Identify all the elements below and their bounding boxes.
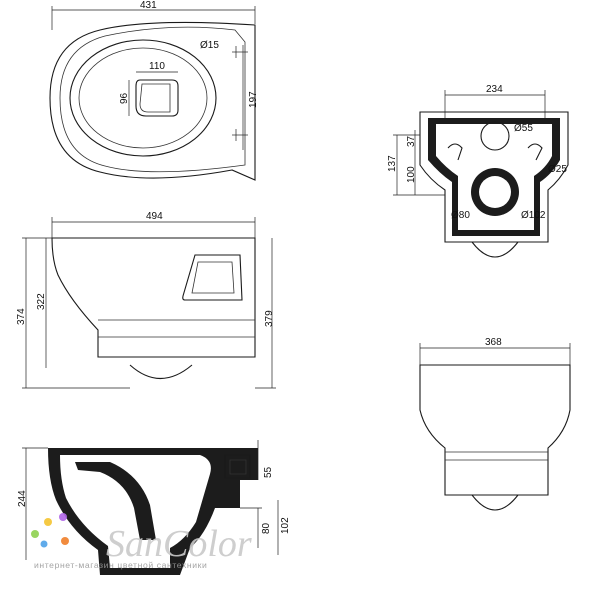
back-view-outlet-inner (479, 176, 511, 208)
label-mount-spacing: 197 (248, 91, 259, 108)
watermark-dot (59, 513, 67, 521)
top-view-bowl-inner (78, 47, 208, 149)
label-side-width: 494 (146, 211, 163, 222)
label-top-width: 431 (140, 0, 157, 11)
side-view-base-lines (98, 319, 255, 338)
label-section-outlet-a: 80 (261, 522, 272, 534)
label-side-right: 379 (264, 310, 275, 327)
label-outlet-width: 110 (149, 61, 165, 72)
label-top-hole: Ø15 (200, 40, 219, 51)
section-view-inlet (224, 454, 251, 479)
label-side-total: 374 (16, 308, 27, 325)
side-view: 494 374 322 379 (16, 211, 276, 389)
back-view-right-hole (527, 143, 543, 161)
label-back-width: 234 (486, 84, 503, 95)
label-section-inlet: 55 (263, 466, 274, 478)
label-back-b: 100 (406, 166, 417, 183)
watermark: SanColor интернет-магазин цветной сантех… (31, 513, 252, 570)
watermark-dot (44, 518, 52, 526)
back-view-foot (471, 241, 519, 258)
back-view-outline (419, 111, 569, 243)
label-section-height: 244 (17, 490, 28, 507)
side-view-foot (129, 364, 193, 379)
label-back-side-hole: Ø25 (548, 164, 567, 175)
section-view: 244 55 80 102 (17, 440, 291, 575)
top-view-outlet (135, 79, 179, 117)
back-view-left-hole (447, 143, 463, 161)
label-side-bowl: 322 (36, 293, 47, 310)
watermark-brand: SanColor (106, 523, 252, 565)
top-view-rim (59, 26, 246, 173)
label-front-width: 368 (485, 337, 502, 348)
section-view-trap (75, 462, 156, 540)
section-view-inlet-inner (229, 459, 247, 475)
side-view-outline (51, 237, 256, 358)
top-view-outline (49, 21, 256, 181)
side-view-flush-plate-inner (191, 261, 235, 294)
label-section-outlet-b: 102 (280, 517, 291, 534)
back-view-inlet (480, 121, 510, 151)
top-view-outlet-inner (139, 83, 171, 113)
label-back-a: 37 (406, 135, 417, 147)
side-view-flush-plate (182, 254, 243, 301)
front-view: 368 (419, 337, 571, 511)
label-back-inlet: Ø55 (514, 123, 533, 134)
label-back-total: 137 (387, 155, 398, 172)
watermark-dot (61, 537, 69, 545)
watermark-dot (31, 530, 39, 538)
label-back-outlet-outer: Ø102 (521, 210, 546, 221)
back-view: 234 Ø55 Ø25 Ø80 Ø102 137 37 100 (387, 84, 569, 258)
front-view-foot (471, 494, 519, 511)
front-view-outline (419, 364, 571, 496)
top-view: 431 Ø15 197 110 96 (49, 0, 259, 181)
label-outlet-height: 96 (119, 92, 130, 104)
top-view-bowl-outer (69, 39, 217, 157)
label-back-outlet-inner: Ø80 (451, 210, 470, 221)
watermark-dot (40, 540, 48, 548)
watermark-tagline: интернет-магазин цветной сантехники (34, 560, 207, 570)
